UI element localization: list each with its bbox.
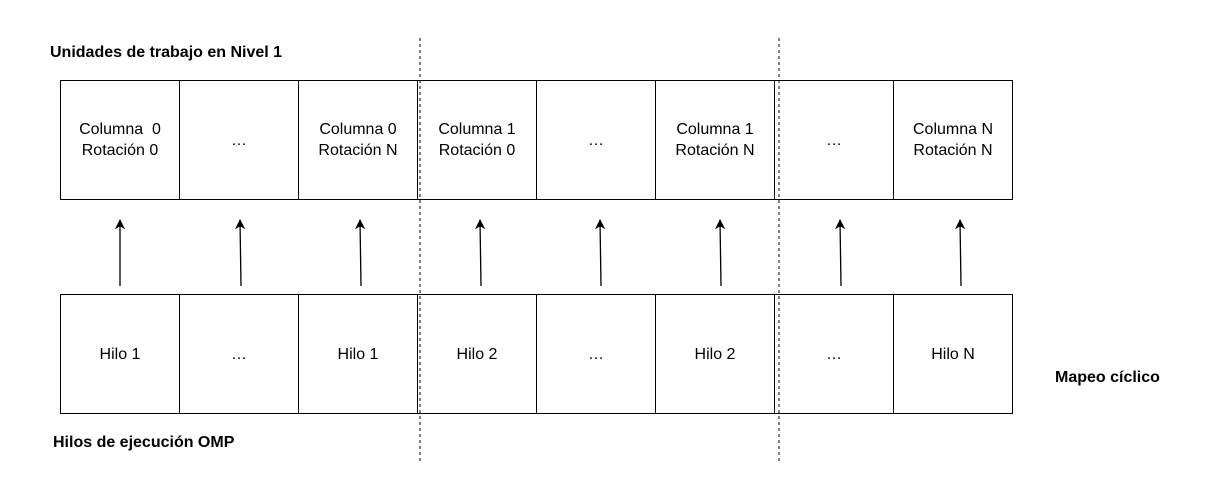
mapping-arrow	[714, 218, 726, 287]
thread-label: Hilo N	[931, 345, 975, 363]
work-units-title: Unidades de trabajo en Nivel 1	[50, 44, 283, 61]
work-unit-cell: Columna N Rotación N	[893, 80, 1013, 200]
work-unit-line1: …	[826, 131, 842, 149]
cyclic-dividers	[419, 38, 780, 462]
work-unit-cell: Columna 1 Rotación N	[655, 80, 775, 200]
thread-label: Hilo 2	[694, 345, 736, 363]
mapping-arrow	[234, 218, 246, 287]
mapping-label: Mapeo cíclico	[1055, 369, 1160, 386]
work-unit-line2: Rotación 0	[81, 142, 159, 159]
work-unit-line2: Rotación N	[318, 142, 398, 159]
mapping-arrow	[954, 218, 966, 287]
work-unit-cell: …	[536, 80, 656, 200]
work-unit-line2: Rotación N	[675, 142, 755, 159]
work-unit-line1: Columna 1	[676, 121, 754, 138]
thread-label: …	[231, 345, 247, 363]
thread-cell: Hilo 1	[298, 294, 418, 414]
mapping-arrows	[114, 218, 966, 287]
thread-cell: …	[179, 294, 299, 414]
work-unit-line2: Rotación N	[913, 142, 993, 159]
thread-label: Hilo 1	[337, 345, 379, 363]
work-unit-cell: Columna 1 Rotación 0	[417, 80, 537, 200]
thread-cell: …	[536, 294, 656, 414]
work-unit-line1: …	[231, 131, 247, 149]
thread-cell: …	[774, 294, 894, 414]
work-unit-line1: Columna 0	[79, 121, 161, 138]
threads-row: Hilo 1 … Hilo 1 Hilo 2 … Hilo 2 … Hilo N	[60, 294, 1020, 414]
mapping-arrow	[354, 218, 366, 287]
thread-label: Hilo 1	[99, 345, 141, 363]
work-unit-cell: Columna 0 Rotación N	[298, 80, 418, 200]
work-unit-line1: …	[588, 131, 604, 149]
work-unit-line2: Rotación 0	[438, 142, 516, 159]
thread-label: …	[588, 345, 604, 363]
work-units-row: Columna 0 Rotación 0 … Columna 0 Rotació…	[60, 80, 1020, 200]
mapping-arrow	[474, 218, 486, 287]
thread-label: …	[826, 345, 842, 363]
mapping-arrow	[834, 218, 846, 287]
work-unit-line1: Columna 0	[319, 121, 397, 138]
thread-cell: Hilo N	[893, 294, 1013, 414]
work-unit-line1: Columna N	[912, 121, 994, 138]
thread-cell: Hilo 2	[655, 294, 775, 414]
mapping-arrow	[594, 218, 606, 287]
thread-label: Hilo 2	[456, 345, 498, 363]
threads-title: Hilos de ejecución OMP	[53, 434, 235, 451]
work-unit-line1: Columna 1	[438, 121, 516, 138]
